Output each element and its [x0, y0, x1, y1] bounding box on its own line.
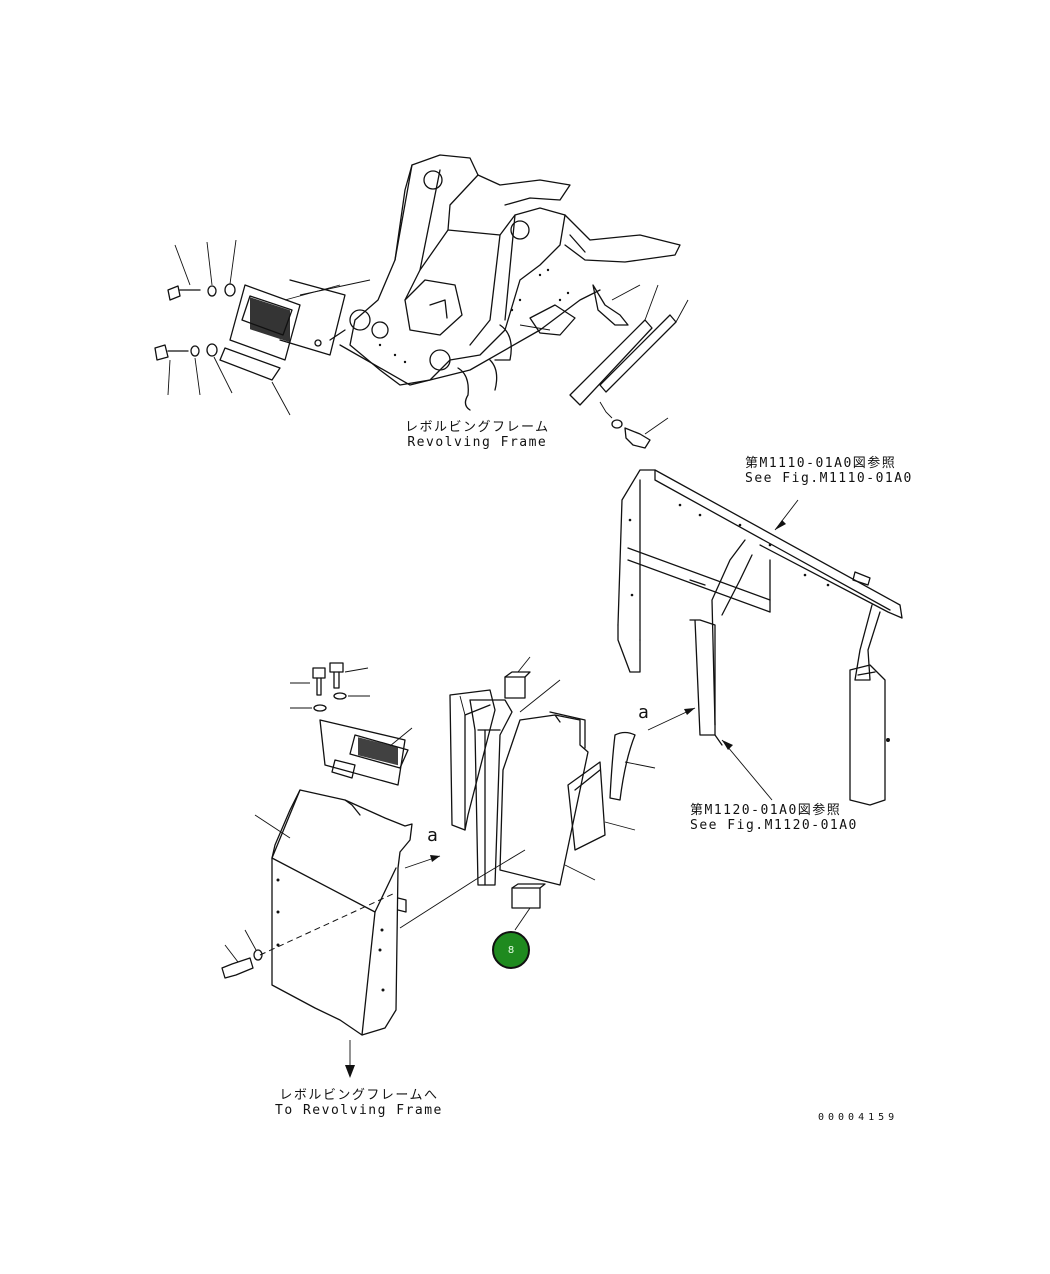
view-marker-a-right: a [638, 702, 651, 723]
revolving-frame-label: レボルビングフレーム Revolving Frame [405, 420, 550, 450]
see-fig-m1110-label: 第M1110-01A0図参照 See Fig.M1110-01A0 [745, 456, 913, 486]
see-fig-m1110-en: See Fig.M1110-01A0 [745, 471, 913, 486]
see-fig-m1110-jp: 第M1110-01A0図参照 [745, 456, 897, 471]
see-fig-m1120-en: See Fig.M1120-01A0 [690, 818, 858, 833]
revolving-frame-label-en: Revolving Frame [407, 435, 548, 450]
to-revolving-frame-label: レボルビングフレームへ To Revolving Frame [275, 1088, 443, 1118]
cab-frame-drawing [617, 469, 903, 806]
see-fig-m1120-label: 第M1120-01A0図参照 See Fig.M1120-01A0 [690, 803, 858, 833]
to-revolving-frame-jp: レボルビングフレームへ [279, 1088, 439, 1103]
revolving-frame-drawing [154, 154, 689, 449]
to-revolving-frame-en: To Revolving Frame [275, 1103, 443, 1118]
see-fig-m1120-jp: 第M1120-01A0図参照 [690, 803, 842, 818]
revolving-frame-label-jp: レボルビングフレーム [405, 420, 550, 435]
view-marker-a-left: a [427, 825, 440, 846]
drawing-number: 00004159 [818, 1112, 899, 1123]
part-callout-8[interactable]: 8 [492, 931, 530, 969]
cover-assembly-drawing [221, 656, 656, 1078]
